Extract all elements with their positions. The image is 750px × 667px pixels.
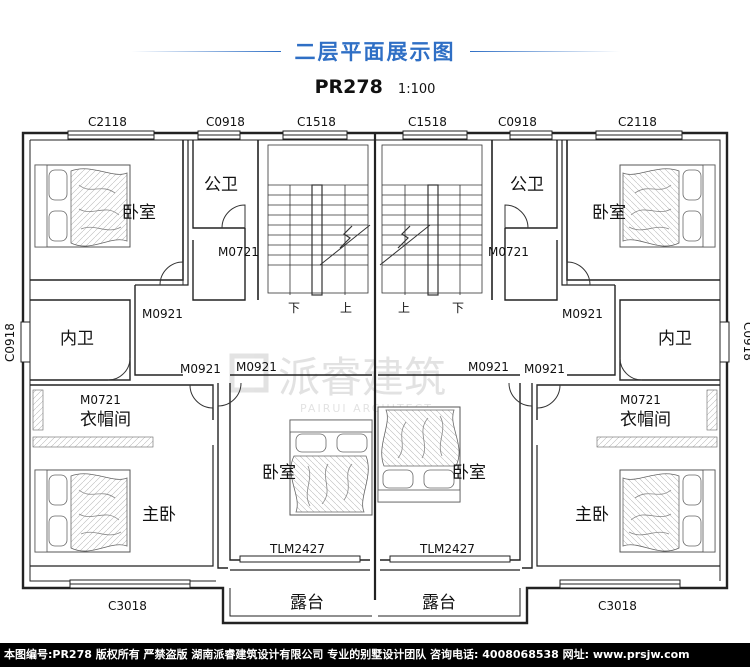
room-labels: 卧室 卧室 公卫 公卫 内卫 内卫 衣帽间 衣帽间 主卧 主卧 卧室 卧室 露台…: [60, 175, 692, 613]
label-m0921-left-b: M0921: [236, 360, 277, 374]
room-cloakroom-left: 衣帽间: [80, 410, 131, 430]
bed-master-left: [34, 469, 131, 553]
label-c1518-right: C1518: [408, 115, 447, 129]
watermark-text: 派睿建筑: [278, 353, 446, 402]
plan-code-row: PR278 1:100: [0, 76, 750, 98]
bed-top-right: [619, 164, 716, 248]
label-c0918-left: C0918: [206, 115, 245, 129]
label-m0921-left-a: M0921: [180, 362, 221, 376]
stair-left: [267, 144, 371, 296]
room-bedroom-top-right: 卧室: [592, 203, 626, 223]
label-m0721-right: M0721: [488, 245, 529, 259]
label-m0721-right-lower: M0721: [620, 393, 661, 407]
label-c1518-left: C1518: [297, 115, 336, 129]
footer: 本图编号:PR278 版权所有 严禁盗版 湖南派睿建筑设计有限公司 专业的别墅设…: [0, 643, 750, 667]
header: 二层平面展示图 PR278 1:100: [0, 0, 750, 106]
label-tlm2427-left: TLM2427: [269, 542, 325, 556]
title-line-right: [469, 50, 620, 52]
stair-right: [379, 144, 483, 296]
label-c3018-left: C3018: [108, 599, 147, 613]
label-m0721-left: M0721: [218, 245, 259, 259]
room-cloakroom-right: 衣帽间: [620, 410, 671, 430]
title-line-left: [130, 50, 281, 52]
label-m0921-right-a: M0921: [468, 360, 509, 374]
stair-down-left: 下: [288, 301, 300, 315]
room-master-left: 主卧: [142, 505, 176, 525]
label-c3018-right: C3018: [598, 599, 637, 613]
page-title: 二层平面展示图: [294, 40, 456, 64]
label-c0918-side-right: C0918: [741, 322, 750, 361]
room-bedroom-mid-right: 卧室: [452, 463, 486, 483]
room-public-bath-left: 公卫: [204, 175, 238, 195]
label-c0918-side-left: C0918: [3, 323, 17, 362]
room-terrace-left: 露台: [290, 593, 324, 613]
stair-labels: 下 上 上 下: [288, 301, 464, 315]
room-bedroom-top-left: 卧室: [122, 203, 156, 223]
plan-scale: 1:100: [397, 82, 436, 97]
label-m0721-left-lower: M0721: [80, 393, 121, 407]
windows: [20, 130, 730, 589]
labels: C2118 C0918 C1518 C1518 C0918 C2118 C091…: [3, 115, 750, 613]
wardrobes: [32, 389, 718, 448]
label-m0921-right-hall: M0921: [562, 307, 603, 321]
label-c0918-right: C0918: [498, 115, 537, 129]
label-tlm2427-right: TLM2427: [419, 542, 475, 556]
room-terrace-right: 露台: [422, 593, 456, 613]
bed-top-left: [34, 164, 131, 248]
title-row: 二层平面展示图: [0, 36, 750, 66]
room-inner-bath-left: 内卫: [60, 329, 94, 349]
bed-middle-left: [289, 419, 373, 516]
plan-code: PR278: [314, 76, 383, 98]
stair-up-left: 上: [340, 301, 352, 315]
floor-plan: 派睿建筑 PAIRUI ARCHITECT: [3, 115, 750, 625]
label-c2118-left: C2118: [88, 115, 127, 129]
door-swings: [107, 204, 643, 409]
label-m0921-right-b: M0921: [524, 362, 565, 376]
label-m0921-left-hall: M0921: [142, 307, 183, 321]
room-bedroom-mid-left: 卧室: [262, 463, 296, 483]
bed-middle-right: [377, 406, 461, 503]
room-public-bath-right: 公卫: [510, 175, 544, 195]
bed-master-right: [619, 469, 716, 553]
stair-up-right: 上: [398, 301, 410, 315]
room-master-right: 主卧: [575, 505, 609, 525]
room-inner-bath-right: 内卫: [658, 329, 692, 349]
stair-down-right: 下: [452, 301, 464, 315]
label-c2118-right: C2118: [618, 115, 657, 129]
